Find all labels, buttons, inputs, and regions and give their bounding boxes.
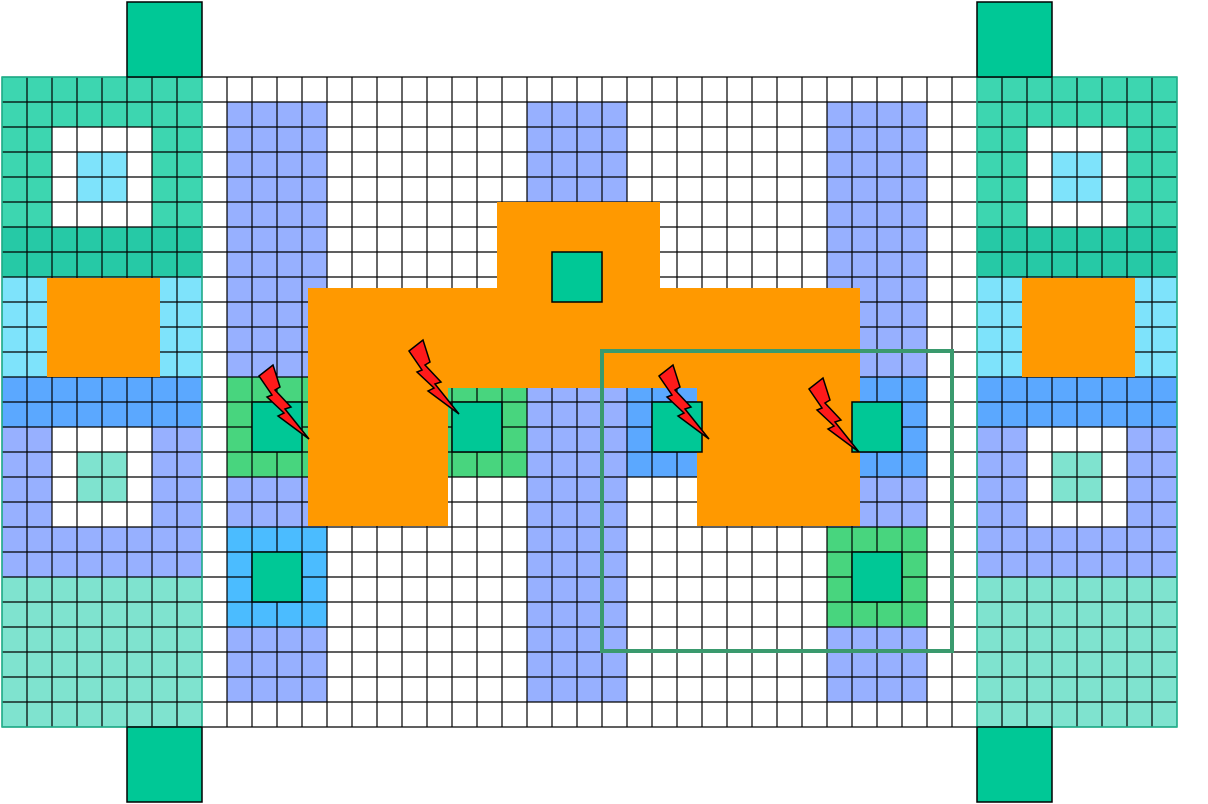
pad-top-left bbox=[126, 1, 203, 78]
module-right-outline bbox=[976, 76, 1178, 728]
lightning-bolt-icon bbox=[257, 363, 310, 440]
lightning-bolt-icon bbox=[407, 338, 460, 415]
selection-outline bbox=[600, 349, 954, 653]
contact-center-left bbox=[451, 401, 503, 453]
lightning-bolt-icon bbox=[807, 376, 860, 453]
pad-top-right bbox=[976, 1, 1053, 78]
lightning-bolt-icon bbox=[657, 363, 710, 440]
module-left-outline bbox=[1, 76, 203, 728]
orange-main-shape bbox=[308, 202, 860, 526]
contact-top-center bbox=[551, 251, 603, 303]
contact-right bbox=[851, 401, 903, 453]
pad-bottom-right bbox=[976, 726, 1053, 803]
pad-bottom-left bbox=[126, 726, 203, 803]
contact-lower-left bbox=[251, 551, 303, 603]
orange-block-left bbox=[47, 278, 160, 377]
contact-lower-right bbox=[851, 551, 903, 603]
orange-block-right bbox=[1022, 278, 1135, 377]
